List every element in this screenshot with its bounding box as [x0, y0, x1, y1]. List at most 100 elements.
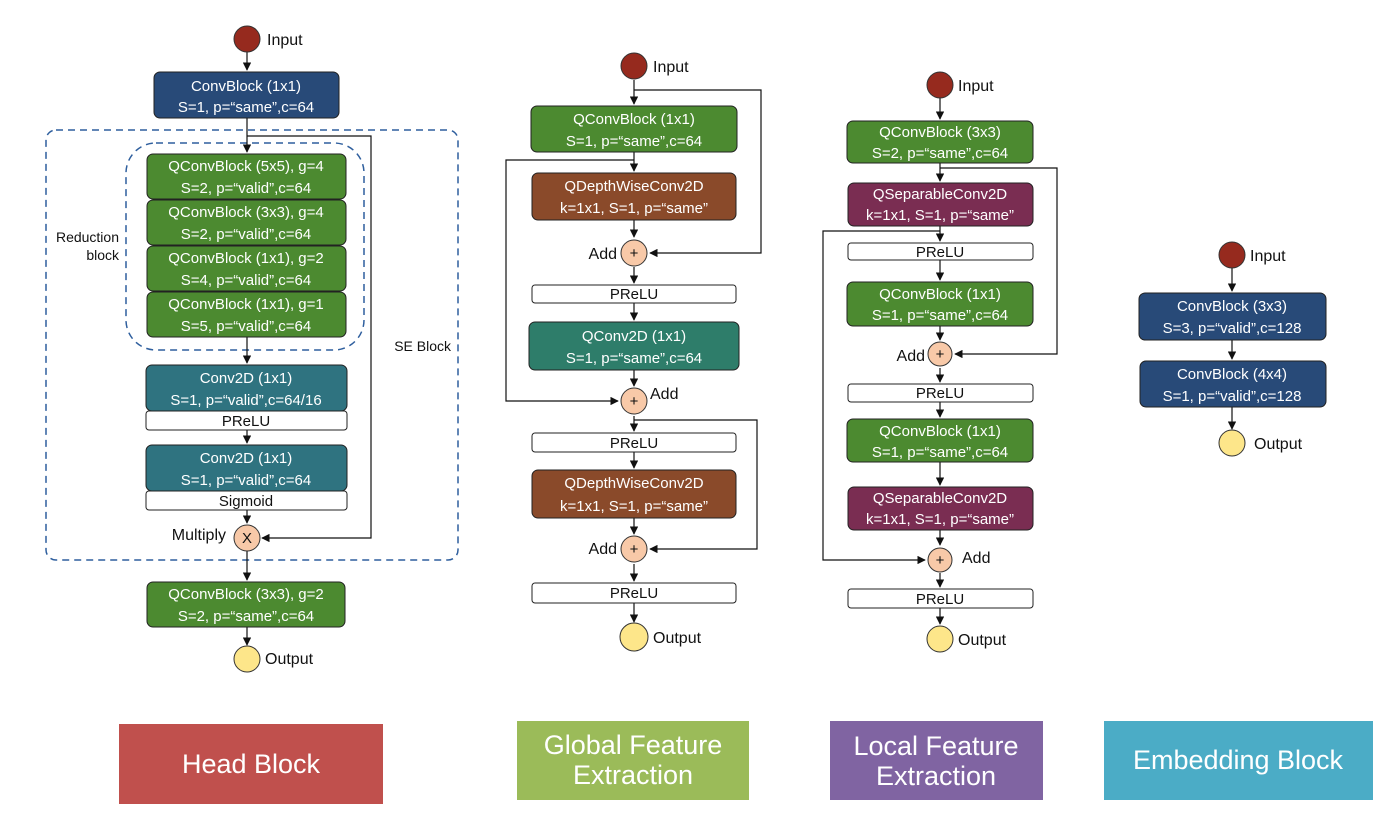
local-feature-block: Input QConvBlock (3x3) S=2, p=“same”,c=6… — [822, 71, 1058, 800]
reduction-block-label-line2: block — [86, 247, 120, 263]
local-input-label: Input — [958, 78, 994, 95]
global-add-label-3: Add — [589, 541, 617, 558]
head-prelu-label: PReLU — [222, 413, 270, 430]
embedding-convblock-3x3-params: S=3, p=“valid”,c=128 — [1163, 320, 1302, 337]
local-add-label-2: Add — [962, 550, 990, 567]
head-reduction-qconv-1-title: QConvBlock (5x5), g=4 — [168, 158, 324, 175]
local-qconvblock-b-title: QConvBlock (1x1) — [879, 286, 1001, 303]
local-qconvblock-c-title: QConvBlock (1x1) — [879, 423, 1001, 440]
head-reduction-qconv-2 — [146, 199, 347, 246]
head-reduction-qconv-1 — [146, 153, 347, 200]
head-convblock-1x1-params: S=1, p=“same”,c=64 — [178, 99, 314, 116]
global-output-label: Output — [653, 630, 702, 647]
embedding-input-label: Input — [1250, 248, 1286, 265]
head-reduction-qconv-2-params: S=2, p=“valid”,c=64 — [181, 226, 312, 243]
local-separable-a — [847, 182, 1034, 227]
global-qconv2d-title: QConv2D (1x1) — [582, 328, 686, 345]
global-prelu-2-label: PReLU — [610, 435, 658, 452]
head-reduction-qconv-3 — [146, 245, 347, 292]
embedding-caption-box — [1104, 721, 1373, 800]
local-prelu-1-label: PReLU — [916, 244, 964, 261]
embedding-convblock-3x3-title: ConvBlock (3x3) — [1177, 298, 1287, 315]
global-depthwise-a — [531, 172, 737, 221]
head-conv2d-b-title: Conv2D (1x1) — [200, 450, 293, 467]
global-qconv2d — [528, 321, 740, 371]
global-output-node — [619, 622, 649, 652]
global-prelu-1 — [531, 284, 737, 304]
embedding-output-label: Output — [1254, 436, 1303, 453]
head-reduction-qconv-3-params: S=4, p=“valid”,c=64 — [181, 272, 312, 289]
global-qconv2d-params: S=1, p=“same”,c=64 — [566, 350, 702, 367]
global-caption-line1: Global Feature — [544, 730, 723, 760]
global-prelu-2 — [531, 432, 737, 453]
reduction-block-frame — [125, 142, 365, 351]
local-qconvblock-3x3 — [846, 120, 1034, 164]
se-block-label: SE Block — [394, 338, 452, 354]
head-input-node — [233, 25, 261, 53]
head-prelu — [145, 410, 348, 431]
head-multiply-node — [233, 524, 261, 552]
local-separable-b — [847, 486, 1034, 531]
local-output-node — [926, 625, 954, 653]
global-add-label-1: Add — [589, 246, 617, 263]
local-prelu-3 — [847, 588, 1034, 609]
head-multiply-label: Multiply — [172, 527, 226, 544]
local-separable-b-title: QSeparableConv2D — [873, 490, 1007, 507]
global-add-symbol-3: + — [630, 541, 639, 558]
global-prelu-3 — [531, 582, 737, 604]
global-feature-block: Input QConvBlock (1x1) S=1, p=“same”,c=6… — [505, 52, 762, 800]
head-block-caption: Head Block — [182, 749, 321, 779]
local-add-node-1 — [927, 341, 953, 367]
local-prelu-2 — [847, 383, 1034, 403]
local-qconvblock-3x3-title: QConvBlock (3x3) — [879, 124, 1001, 141]
embedding-input-node — [1218, 241, 1246, 269]
global-prelu-1-label: PReLU — [610, 286, 658, 303]
global-depthwise-b-title: QDepthWiseConv2D — [564, 475, 703, 492]
head-conv2d-a-params: S=1, p=“valid”,c=64/16 — [170, 392, 321, 409]
head-conv2d-a-title: Conv2D (1x1) — [200, 370, 293, 387]
se-block-frame — [45, 129, 459, 561]
local-prelu-1 — [847, 242, 1034, 261]
head-reduction-qconv-4-params: S=5, p=“valid”,c=64 — [181, 318, 312, 335]
local-qconvblock-c — [846, 418, 1034, 463]
head-conv2d-b-params: S=1, p=“valid”,c=64 — [181, 472, 312, 489]
global-depthwise-a-title: QDepthWiseConv2D — [564, 178, 703, 195]
embedding-convblock-4x4-params: S=1, p=“valid”,c=128 — [1163, 388, 1302, 405]
head-output-label: Output — [265, 651, 314, 668]
head-sigmoid-label: Sigmoid — [219, 493, 273, 510]
local-add-symbol-1: + — [936, 346, 945, 363]
local-separable-a-title: QSeparableConv2D — [873, 186, 1007, 203]
local-separable-a-params: k=1x1, S=1, p=“same” — [866, 207, 1014, 224]
local-output-label: Output — [958, 632, 1007, 649]
global-add-label-2: Add — [650, 386, 678, 403]
local-qconvblock-c-params: S=1, p=“same”,c=64 — [872, 444, 1008, 461]
local-prelu-3-label: PReLU — [916, 591, 964, 608]
global-add-symbol-1: + — [630, 245, 639, 262]
global-add-node-1 — [620, 239, 648, 267]
head-reduction-qconv-4 — [146, 291, 347, 338]
local-add-symbol-2: + — [936, 552, 945, 569]
head-block-caption-box — [119, 724, 383, 804]
embedding-convblock-3x3 — [1138, 292, 1327, 341]
local-qconvblock-b — [846, 281, 1034, 327]
global-qconvblock-1x1 — [530, 105, 738, 153]
embedding-convblock-4x4-title: ConvBlock (4x4) — [1177, 366, 1287, 383]
head-multiply-symbol: X — [242, 530, 252, 547]
embedding-block: Input ConvBlock (3x3) S=3, p=“valid”,c=1… — [1104, 241, 1373, 800]
global-add-symbol-2: + — [630, 393, 639, 410]
global-input-label: Input — [653, 59, 689, 76]
local-add-node-2 — [927, 547, 953, 573]
global-depthwise-a-params: k=1x1, S=1, p=“same” — [560, 200, 708, 217]
head-sigmoid — [145, 490, 348, 511]
local-add-label-1: Add — [897, 348, 925, 365]
embedding-output-node — [1218, 429, 1246, 457]
local-qconvblock-3x3-params: S=2, p=“same”,c=64 — [872, 145, 1008, 162]
head-input-label: Input — [267, 32, 303, 49]
head-reduction-qconv-1-params: S=2, p=“valid”,c=64 — [181, 180, 312, 197]
local-caption-line2: Extraction — [876, 761, 996, 791]
local-separable-b-params: k=1x1, S=1, p=“same” — [866, 511, 1014, 528]
global-prelu-3-label: PReLU — [610, 585, 658, 602]
head-qconvblock-final-title: QConvBlock (3x3), g=2 — [168, 586, 324, 603]
head-reduction-qconv-2-title: QConvBlock (3x3), g=4 — [168, 204, 324, 221]
